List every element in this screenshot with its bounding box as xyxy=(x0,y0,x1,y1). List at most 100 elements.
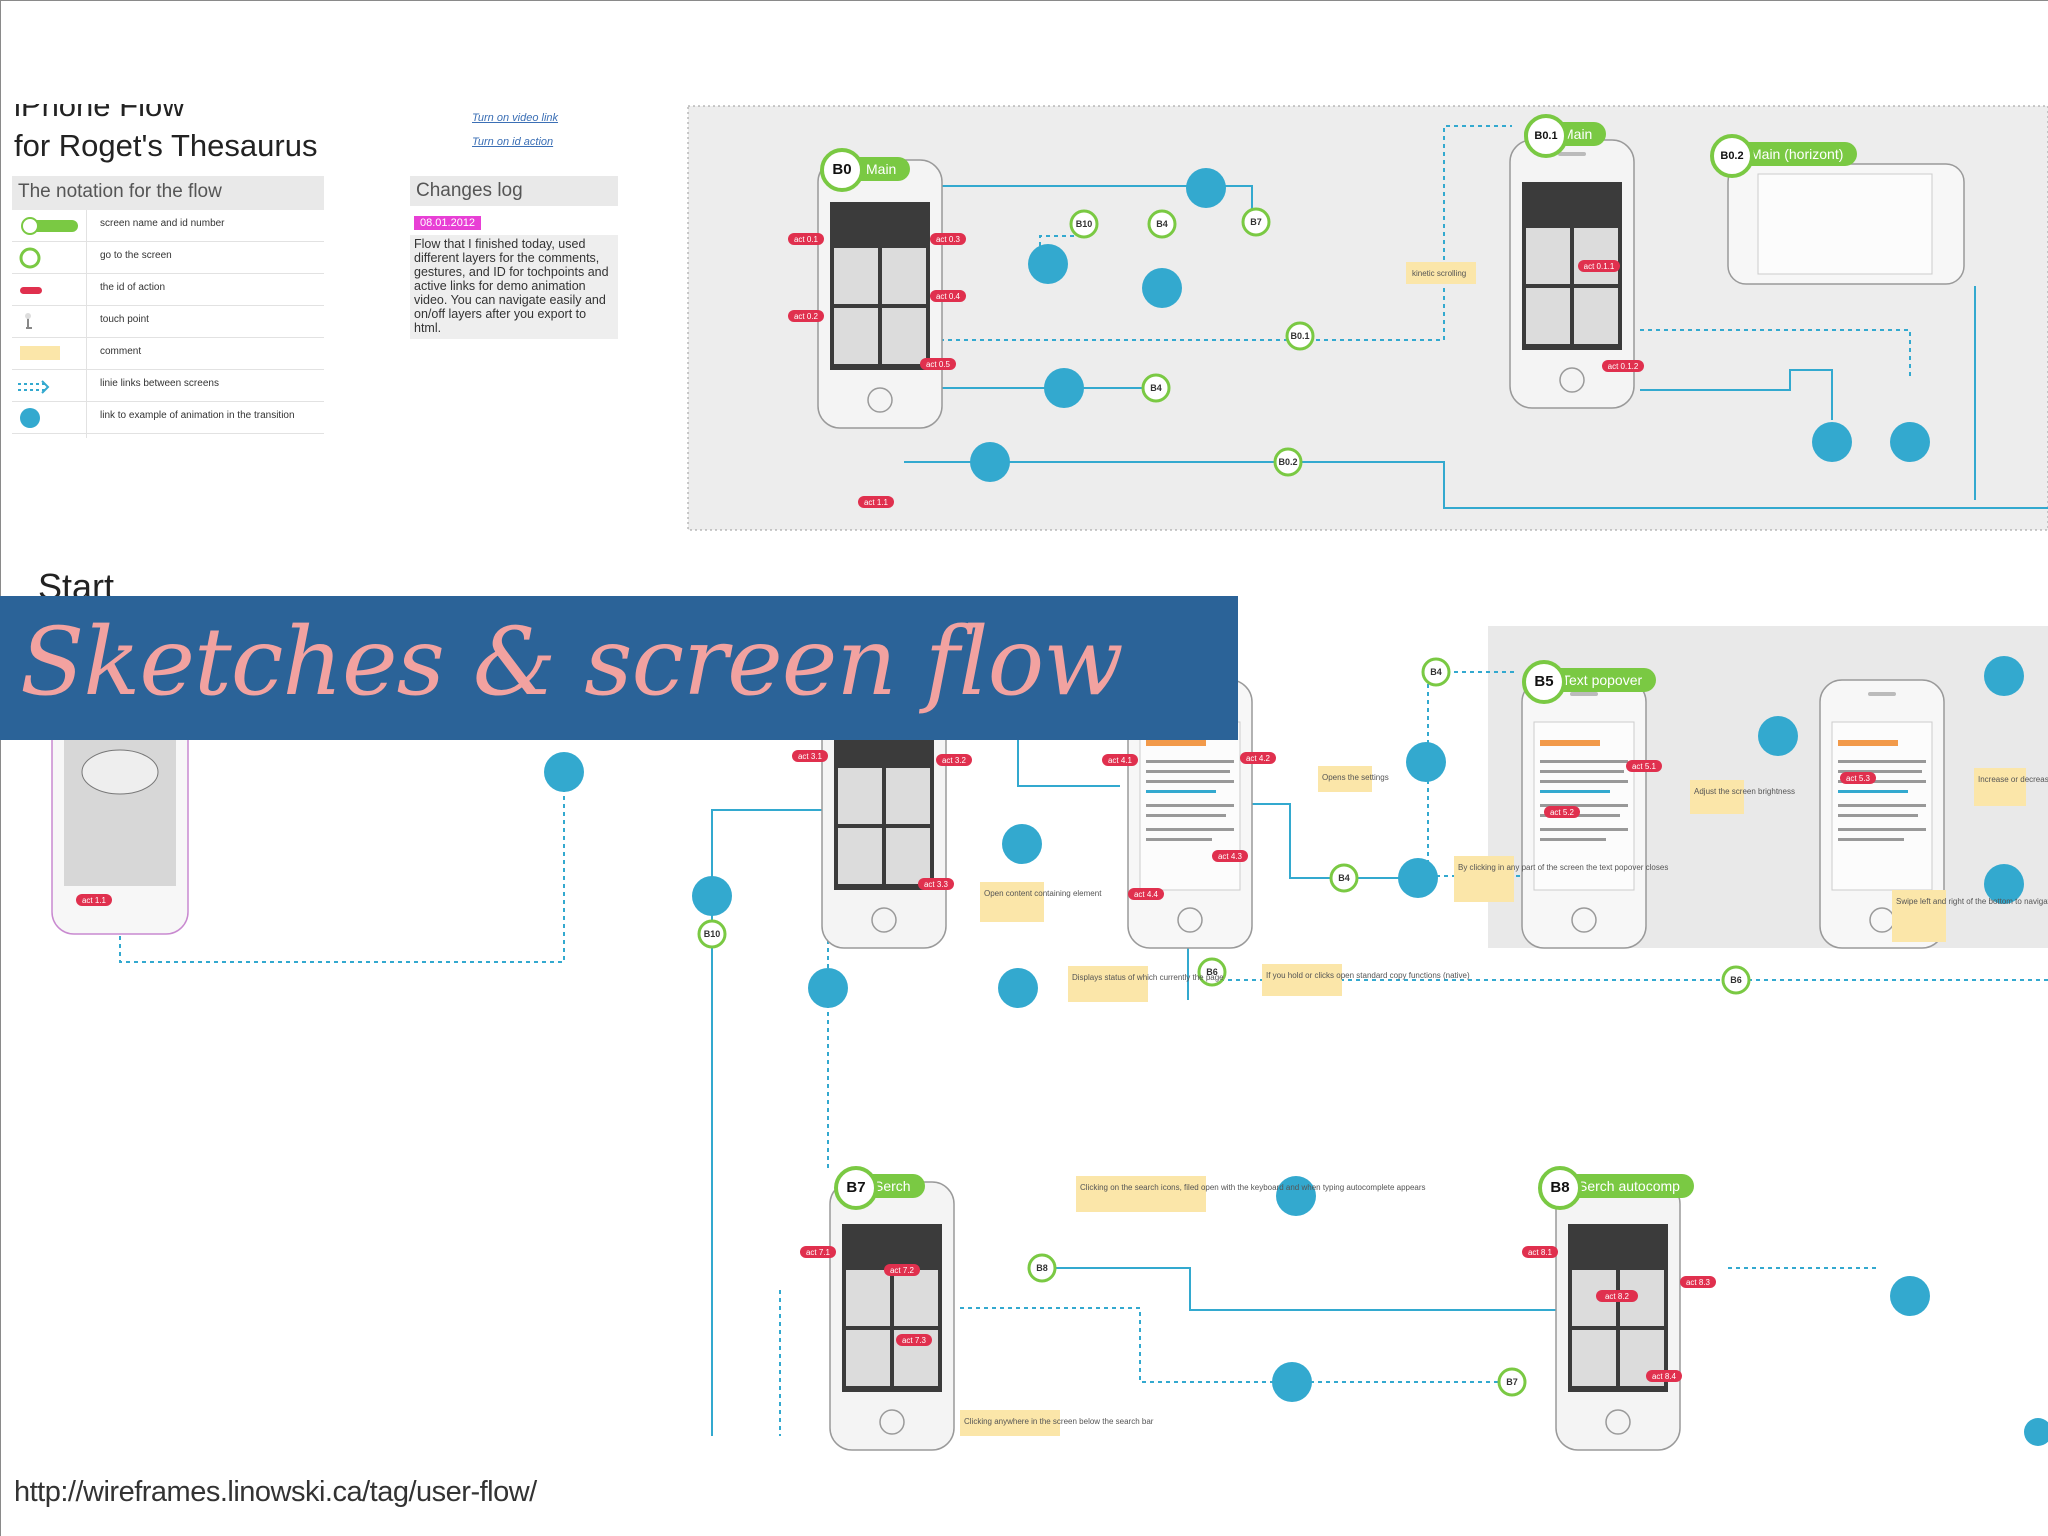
comment-box: Adjust the screen brightness xyxy=(1690,780,1795,814)
go-to-node-b4[interactable]: B4 xyxy=(1421,657,1451,687)
phone-screen-b8 xyxy=(1555,1181,1681,1451)
comment-box: Open content containing element xyxy=(980,882,1102,922)
action-id-pill: act 1.1 xyxy=(76,894,112,906)
svg-text:act 8.1: act 8.1 xyxy=(1528,1248,1553,1257)
svg-text:act 3.2: act 3.2 xyxy=(942,756,967,765)
go-to-node-b0-2[interactable]: B0.2 xyxy=(1273,447,1303,477)
svg-text:Clicking on the search icons,: Clicking on the search icons, filed open… xyxy=(1080,1183,1426,1192)
animation-link-icon[interactable] xyxy=(544,752,584,792)
svg-text:B10: B10 xyxy=(704,929,721,939)
svg-text:If you hold or clicks open sta: If you hold or clicks open standard copy… xyxy=(1266,971,1470,980)
animation-link-icon[interactable] xyxy=(1272,1362,1312,1402)
action-id-pill: act 4.2 xyxy=(1240,752,1276,764)
svg-text:act 0.1.2: act 0.1.2 xyxy=(1608,362,1639,371)
comment-box: By clicking in any part of the screen th… xyxy=(1454,856,1668,902)
action-id-pill: act 8.2 xyxy=(1596,1290,1638,1302)
animation-link-icon[interactable] xyxy=(1002,824,1042,864)
action-id-pill: act 7.1 xyxy=(800,1246,836,1258)
animation-link-icon[interactable] xyxy=(2024,1418,2048,1446)
go-to-node-b0-1[interactable]: B0.1 xyxy=(1285,321,1315,351)
flow-line xyxy=(119,770,565,963)
go-to-node-b10[interactable]: B10 xyxy=(697,919,727,949)
animation-link-icon[interactable] xyxy=(1984,864,2024,904)
action-id-symbol-icon xyxy=(20,287,42,294)
flow-line xyxy=(904,461,2048,509)
action-id-pill: act 4.1 xyxy=(1102,754,1138,766)
go-to-node-b4[interactable]: B4 xyxy=(1329,863,1359,893)
svg-text:Clicking anywhere in the scree: Clicking anywhere in the screen below th… xyxy=(964,1417,1154,1426)
animation-link-icon[interactable] xyxy=(1186,168,1226,208)
go-to-node-b4[interactable]: B4 xyxy=(1147,209,1177,239)
animation-link-icon[interactable] xyxy=(970,442,1010,482)
animation-link-icon[interactable] xyxy=(692,876,732,916)
animation-link-icon[interactable] xyxy=(1044,368,1084,408)
go-to-node-b6[interactable]: B6 xyxy=(1721,965,1751,995)
svg-text:B10: B10 xyxy=(1076,219,1093,229)
action-id-pill: act 5.1 xyxy=(1626,760,1662,772)
action-id-pill: act 4.3 xyxy=(1212,850,1248,862)
go-to-node-b4[interactable]: B4 xyxy=(1141,373,1171,403)
go-to-screen-symbol-icon xyxy=(19,247,41,269)
action-id-pill: act 5.3 xyxy=(1840,772,1876,784)
action-id-pill: act 0.1.2 xyxy=(1602,360,1644,372)
action-id-pill: act 3.1 xyxy=(792,750,828,762)
notation-label: linie links between screens xyxy=(100,378,219,389)
notation-row: go to the screen xyxy=(12,242,324,274)
page-title-line2: for Roget's Thesaurus xyxy=(14,128,318,163)
animation-link-icon[interactable] xyxy=(1890,422,1930,462)
animation-link-icon[interactable] xyxy=(1984,656,2024,696)
svg-text:act 7.1: act 7.1 xyxy=(806,1248,831,1257)
notation-divider xyxy=(86,210,87,438)
thesaurus-logo-emblem xyxy=(81,749,159,795)
screen-tag-b0-1-id: B0.1 xyxy=(1524,114,1568,158)
animation-link-icon[interactable] xyxy=(1276,1176,1316,1216)
action-id-pill: act 7.3 xyxy=(896,1334,932,1346)
screen-tag-b8-id: B8 xyxy=(1538,1166,1582,1210)
animation-link-icon[interactable] xyxy=(1758,716,1798,756)
svg-text:act 4.2: act 4.2 xyxy=(1246,754,1271,763)
comment-box: Opens the settings xyxy=(1318,766,1389,792)
go-to-node-b7[interactable]: B7 xyxy=(1497,1367,1527,1397)
animation-link-icon[interactable] xyxy=(1142,268,1182,308)
action-id-pill: act 3.2 xyxy=(936,754,972,766)
action-id-pill: act 8.3 xyxy=(1680,1276,1716,1288)
go-to-node-b7[interactable]: B7 xyxy=(1241,207,1271,237)
notation-label: screen name and id number xyxy=(100,218,225,229)
animation-link-icon[interactable] xyxy=(1028,244,1068,284)
go-to-node-b6[interactable]: B6 xyxy=(1197,957,1227,987)
turn-on-video-link[interactable]: Turn on video link xyxy=(472,112,559,124)
flow-line xyxy=(948,735,1120,787)
svg-text:act 8.4: act 8.4 xyxy=(1652,1372,1677,1381)
go-to-node-b10[interactable]: B10 xyxy=(1069,209,1099,239)
source-url[interactable]: http://wireframes.linowski.ca/tag/user-f… xyxy=(14,1476,537,1508)
go-to-node-b8[interactable]: B8 xyxy=(1027,1253,1057,1283)
notation-label: go to the screen xyxy=(100,250,172,261)
animation-link-icon[interactable] xyxy=(998,968,1038,1008)
flow-line xyxy=(711,809,830,1436)
svg-text:act 5.2: act 5.2 xyxy=(1550,808,1575,817)
animation-link-icon[interactable] xyxy=(1890,1276,1930,1316)
notation-legend: The notation for the flow screen name an… xyxy=(12,176,324,438)
svg-text:B7: B7 xyxy=(1250,217,1262,227)
svg-text:Increase or decrease the text: Increase or decrease the text size xyxy=(1978,775,2048,784)
animation-link-symbol-icon xyxy=(20,408,40,428)
animation-link-icon[interactable] xyxy=(1406,742,1446,782)
svg-text:act 4.4: act 4.4 xyxy=(1134,890,1159,899)
svg-text:act 0.4: act 0.4 xyxy=(936,292,961,301)
comment-box: kinetic scrolling xyxy=(1406,262,1476,284)
svg-text:Adjust the screen brightness: Adjust the screen brightness xyxy=(1694,787,1795,796)
turn-on-id-action-link[interactable]: Turn on id action xyxy=(472,136,554,148)
animation-link-icon[interactable] xyxy=(1398,858,1438,898)
comment-box: Swipe left and right of the bottom to na… xyxy=(1892,890,2048,942)
action-id-pill: act 0.1.1 xyxy=(1578,260,1620,272)
action-id-pill: act 4.4 xyxy=(1128,888,1164,900)
svg-text:Opens the settings: Opens the settings xyxy=(1322,773,1389,782)
changes-log-date-badge: 08.01.2012 xyxy=(414,216,482,230)
animation-link-icon[interactable] xyxy=(808,968,848,1008)
svg-text:act 4.3: act 4.3 xyxy=(1218,852,1243,861)
animation-link-icon[interactable] xyxy=(1812,422,1852,462)
svg-text:act 0.5: act 0.5 xyxy=(926,360,951,369)
svg-text:B0.1: B0.1 xyxy=(1290,331,1309,341)
touch-point-icon xyxy=(25,313,32,329)
comment-box: Clicking on the search icons, filed open… xyxy=(1076,1176,1426,1212)
